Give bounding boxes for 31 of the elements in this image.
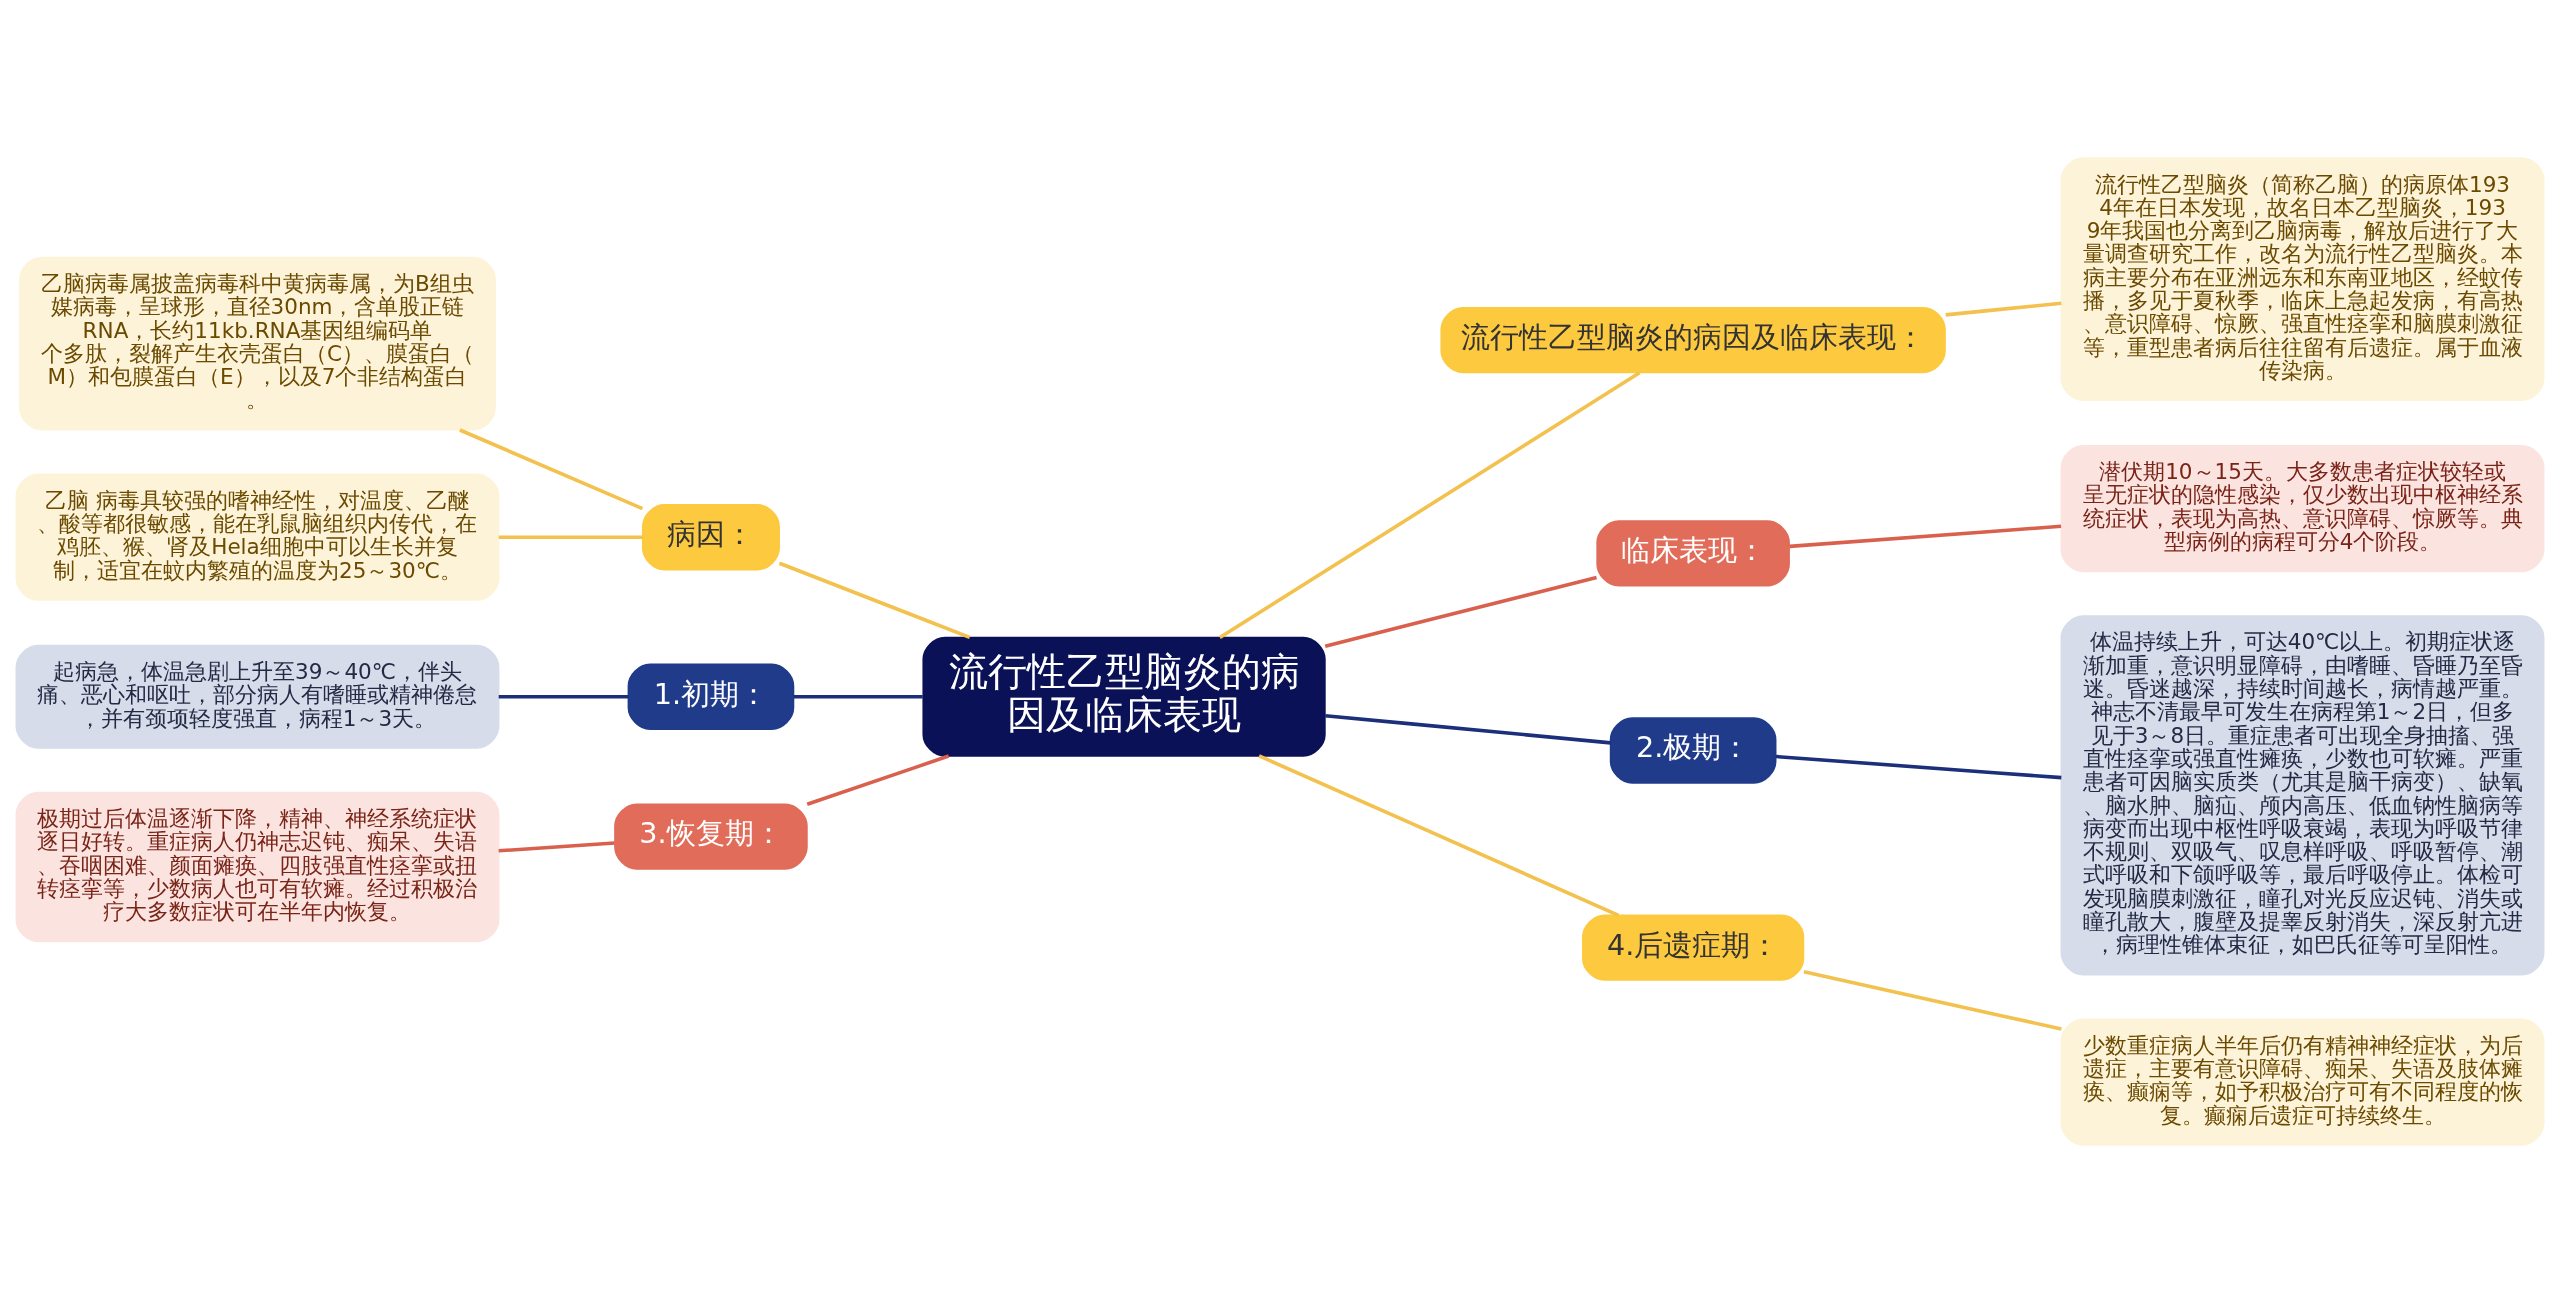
connector bbox=[1218, 371, 1641, 639]
connector bbox=[1789, 524, 2062, 549]
connector bbox=[1325, 713, 1611, 745]
connector bbox=[1945, 301, 2062, 317]
node-box: 2.极期： bbox=[1609, 717, 1777, 784]
connector bbox=[778, 561, 971, 639]
node-box: 少数重症病人半年后仍有精神神经症状，为后遗症，主要有意识障碍、痴呆、失语及肢体瘫痪、癫痫等，如予积极治疗可有不同程度的恢复。癫痫后遗症可持续终生。 bbox=[2060, 1018, 2545, 1146]
connector bbox=[498, 535, 643, 540]
node-box: 1.初期： bbox=[627, 663, 795, 730]
connector bbox=[1258, 754, 1620, 917]
node-box: 流行性乙型脑炎的病因及临床表现： bbox=[1440, 306, 1946, 374]
node-box: 乙脑病毒属披盖病毒科中黄病毒属，为B组虫媒病毒，呈球形，直径30nm，含单股正链RNA，长约11kb.RNA基因组编码单个多肽，裂解产生衣壳蛋白（C）、膜蛋白（M）和包膜蛋白（E），以及7个非结构蛋白。 bbox=[19, 256, 496, 431]
connector bbox=[498, 694, 629, 699]
node-box: 极期过后体温逐渐下降，精神、神经系统症状逐日好转。重症病人仍神志迟钝、痴呆、失语、吞咽困难、颜面瘫痪、四肢强直性痉挛或扭转痉挛等，少数病人也可有软瘫。经过积极治疗大多数症状可在半年内恢复。 bbox=[15, 791, 500, 943]
node-box: 流行性乙型脑炎的病因及临床表现 bbox=[922, 636, 1326, 757]
connector bbox=[1803, 970, 2062, 1031]
node-box: 流行性乙型脑炎（简称乙脑）的病原体1934年在日本发现，故名日本乙型脑炎，1939年我国也分离到乙脑病毒，解放后进行了大量调查研究工作，改名为流行性乙型脑炎。本病主要分布在亚洲远东和东南亚地区，经蚊传播，多见于夏秋季，临床上急起发病，有高热、意识障碍、惊厥、强直性痉挛和脑膜刺激征等，重型患者病后往往留有后遗症。属于血液传染病。 bbox=[2060, 157, 2545, 402]
connector bbox=[806, 754, 950, 806]
connector bbox=[1775, 754, 2062, 780]
node-box: 体温持续上升，可达40℃以上。初期症状逐渐加重，意识明显障碍，由嗜睡、昏睡乃至昏迷。昏迷越深，持续时间越长，病情越严重。神志不清最早可发生在病程第1～2日，但多见于3～8日。重症患者可出现全身抽搐、强直性痉挛或强直性瘫痪，少数也可软瘫。严重患者可因脑实质类（尤其是脑干病变）、缺氧、脑水肿、脑疝、颅内高压、低血钠性脑病等病变而出现中枢性呼吸衰竭，表现为呼吸节律不规则、双吸气、叹息样呼吸、呼吸暂停、潮式呼吸和下颌呼吸等，最后呼吸停止。体检可发现脑膜刺激征，瞳孔对光反应迟钝、消失或瞳孔散大，腹壁及提睾反射消失，深反射亢进，病理性锥体束征，如巴氏征等可呈阳性。 bbox=[2060, 615, 2545, 976]
node-box: 病因： bbox=[641, 504, 780, 571]
node-box: 临床表现： bbox=[1596, 520, 1790, 587]
connector bbox=[1324, 575, 1597, 648]
node-box: 乙脑 病毒具较强的嗜神经性，对温度、乙醚、酸等都很敏感，能在乳鼠脑组织内传代，在鸡胚、猴、肾及Hela细胞中可以生长并复制，适宜在蚊内繁殖的温度为25～30℃。 bbox=[15, 473, 500, 601]
connector bbox=[498, 841, 615, 853]
node-box: 起病急，体温急剧上升至39～40℃，伴头痛、恶心和呕吐，部分病人有嗜睡或精神倦怠，并有颈项轻度强直，病程1～3天。 bbox=[15, 644, 500, 749]
node-box: 3.恢复期： bbox=[614, 803, 808, 870]
connector bbox=[793, 694, 923, 699]
connector bbox=[459, 428, 644, 511]
node-box: 潜伏期10～15天。大多数患者症状较轻或呈无症状的隐性感染，仅少数出现中枢神经系统症状，表现为高热、意识障碍、惊厥等。典型病例的病程可分4个阶段。 bbox=[2060, 444, 2545, 573]
node-box: 4.后遗症期： bbox=[1582, 914, 1805, 981]
